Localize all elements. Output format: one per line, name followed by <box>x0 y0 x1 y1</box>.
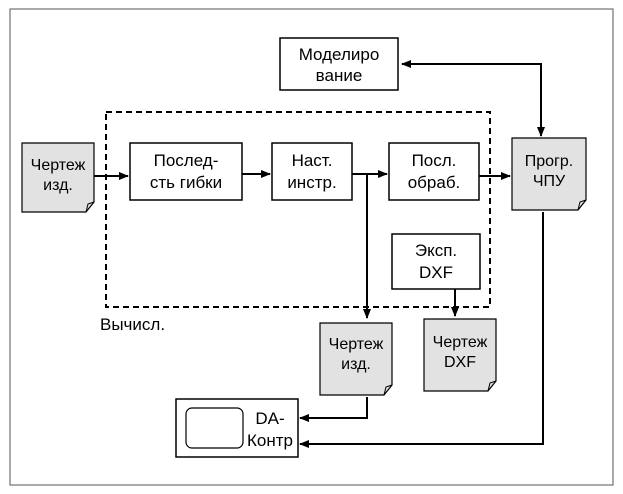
dxf-drawing-document: Чертеж DXF <box>423 318 497 392</box>
arrow-cnc-to-da <box>299 212 544 448</box>
computation-group-label: Вычисл. <box>100 315 165 334</box>
post-processing-line2: обраб. <box>408 173 461 192</box>
tool-setup-line2: инстр. <box>287 173 336 192</box>
part-drawing-input-line1: Чертеж <box>31 157 86 174</box>
connectors <box>94 60 545 448</box>
bend-sequence-box: Послед- сть гибки <box>129 142 243 201</box>
modeling-label-line1: Моделиро <box>299 45 380 64</box>
da-controller-screen-icon <box>185 407 244 449</box>
part-drawing-input-document: Чертеж изд. <box>21 142 95 213</box>
cnc-program-line1: Прогр. <box>525 153 573 170</box>
arrow-part-drawing-to-da <box>299 397 368 422</box>
da-controller-box: DA- Контр <box>175 398 299 458</box>
da-controller-line2: Контр <box>247 431 293 450</box>
part-drawing-input-line2: изд. <box>43 177 73 194</box>
dxf-drawing-line1: Чертеж <box>433 334 488 351</box>
cnc-program-line2: ЧПУ <box>533 173 566 190</box>
dxf-export-box: Эксп. DXF <box>391 233 481 290</box>
bend-sequence-line1: Послед- <box>154 151 219 170</box>
da-controller-line1: DA- <box>255 409 284 428</box>
outer-frame <box>9 8 614 486</box>
tool-setup-box: Наст. инстр. <box>271 142 353 201</box>
post-processing-box: Посл. обраб. <box>388 142 480 201</box>
dxf-drawing-line2: DXF <box>444 354 476 371</box>
modeling-label-line2: вание <box>316 66 363 85</box>
bend-sequence-line2: сть гибки <box>150 173 222 192</box>
part-drawing-output-document: Чертеж изд. <box>319 322 393 396</box>
modeling-box: Моделиро вание <box>279 37 399 91</box>
dxf-export-line2: DXF <box>419 263 453 282</box>
part-drawing-output-line1: Чертеж <box>329 336 384 353</box>
arrow-modeling-cnc-link <box>401 60 542 136</box>
post-processing-line1: Посл. <box>412 151 457 170</box>
tool-setup-line1: Наст. <box>292 151 333 170</box>
computation-group-border <box>105 111 491 308</box>
cnc-program-document: Прогр. ЧПУ <box>511 137 587 211</box>
dxf-export-line1: Эксп. <box>415 241 457 260</box>
part-drawing-output-line2: изд. <box>341 356 371 373</box>
